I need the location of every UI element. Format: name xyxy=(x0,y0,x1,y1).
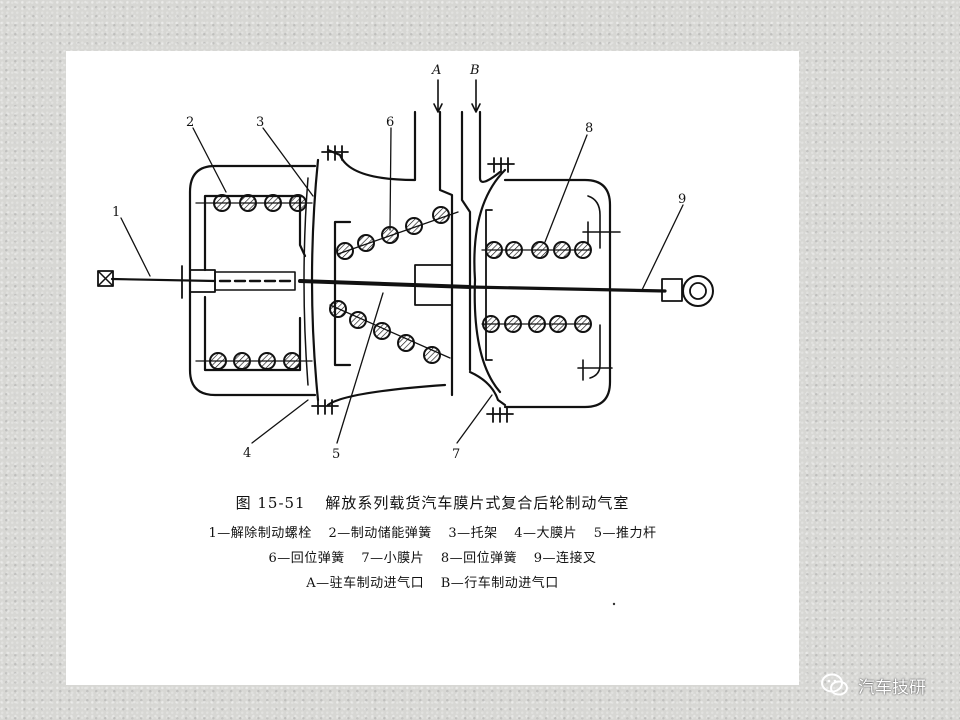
wechat-icon xyxy=(821,673,848,696)
label-5: 5 xyxy=(332,447,340,462)
figure-number: 图 15-51 xyxy=(235,494,306,512)
spring-coils xyxy=(209,194,592,370)
label-3: 3 xyxy=(256,115,264,130)
connecting-rod xyxy=(468,285,667,293)
label-port-b: B xyxy=(469,63,480,78)
middle-housing-bottom xyxy=(326,383,447,407)
label-6: 6 xyxy=(386,115,394,130)
fork-eye xyxy=(682,275,714,307)
middle-housing-top xyxy=(326,110,417,182)
watermark: 汽车技研 xyxy=(820,672,926,698)
label-port-a: A xyxy=(431,63,441,78)
legend-row-2: 6—回位弹簧 7—小膜片 8—回位弹簧 9—连接叉 xyxy=(66,546,799,571)
release-bolt-rod xyxy=(110,277,217,283)
legend-item: 9—连接叉 xyxy=(533,551,597,566)
legend-item: 8—回位弹簧 xyxy=(440,551,518,566)
small-diaphragm xyxy=(473,168,507,394)
legend-item: 6—回位弹簧 xyxy=(268,551,345,566)
legend-row-1: 1—解除制动螺栓 2—制动储能弹簧 3—托架 4—大膜片 5—推力杆 xyxy=(66,521,799,546)
label-8: 8 xyxy=(585,121,593,136)
legend-item: 2—制动储能弹簧 xyxy=(328,526,432,541)
legend-row-3: A—驻车制动进气口 B—行车制动进气口 xyxy=(66,571,799,596)
watermark-text: 汽车技研 xyxy=(858,677,926,698)
port-a-pipe xyxy=(438,110,454,397)
port-b-pipe xyxy=(460,110,472,372)
inner-wall-left xyxy=(333,220,352,367)
label-9: 9 xyxy=(678,192,686,207)
right-housing xyxy=(503,178,612,409)
legend-item: 4—大膜片 xyxy=(514,526,578,541)
legend-item: 7—小膜片 xyxy=(361,551,425,566)
legend-item: 5—推力杆 xyxy=(593,526,657,541)
legend-item: A—驻车制动进气口 xyxy=(306,576,425,591)
caption-title-row: 图 15-51 解放系列载货汽车膜片式复合后轮制动气室 xyxy=(66,492,799,513)
left-inner-lower xyxy=(203,295,302,372)
port-b-outer xyxy=(478,110,502,183)
label-4: 4 xyxy=(243,446,251,461)
label-1: 1 xyxy=(112,205,120,220)
label-7: 7 xyxy=(452,447,460,462)
release-bolt-head xyxy=(97,270,114,287)
inlet-arrows xyxy=(433,79,481,113)
mounting-bolts xyxy=(311,145,515,423)
figure-title: 解放系列载货汽车膜片式复合后轮制动气室 xyxy=(325,494,630,512)
diagram-sheet xyxy=(66,51,799,685)
legend-item: 3—托架 xyxy=(448,526,498,541)
legend-item: B—行车制动进气口 xyxy=(440,576,559,591)
connecting-fork xyxy=(661,278,683,302)
legend-item: 1—解除制动螺栓 xyxy=(208,526,312,541)
figure-caption: 图 15-51 解放系列载货汽车膜片式复合后轮制动气室 1—解除制动螺栓 2—制… xyxy=(66,492,799,596)
push-rod xyxy=(298,279,472,289)
label-2: 2 xyxy=(186,115,194,130)
